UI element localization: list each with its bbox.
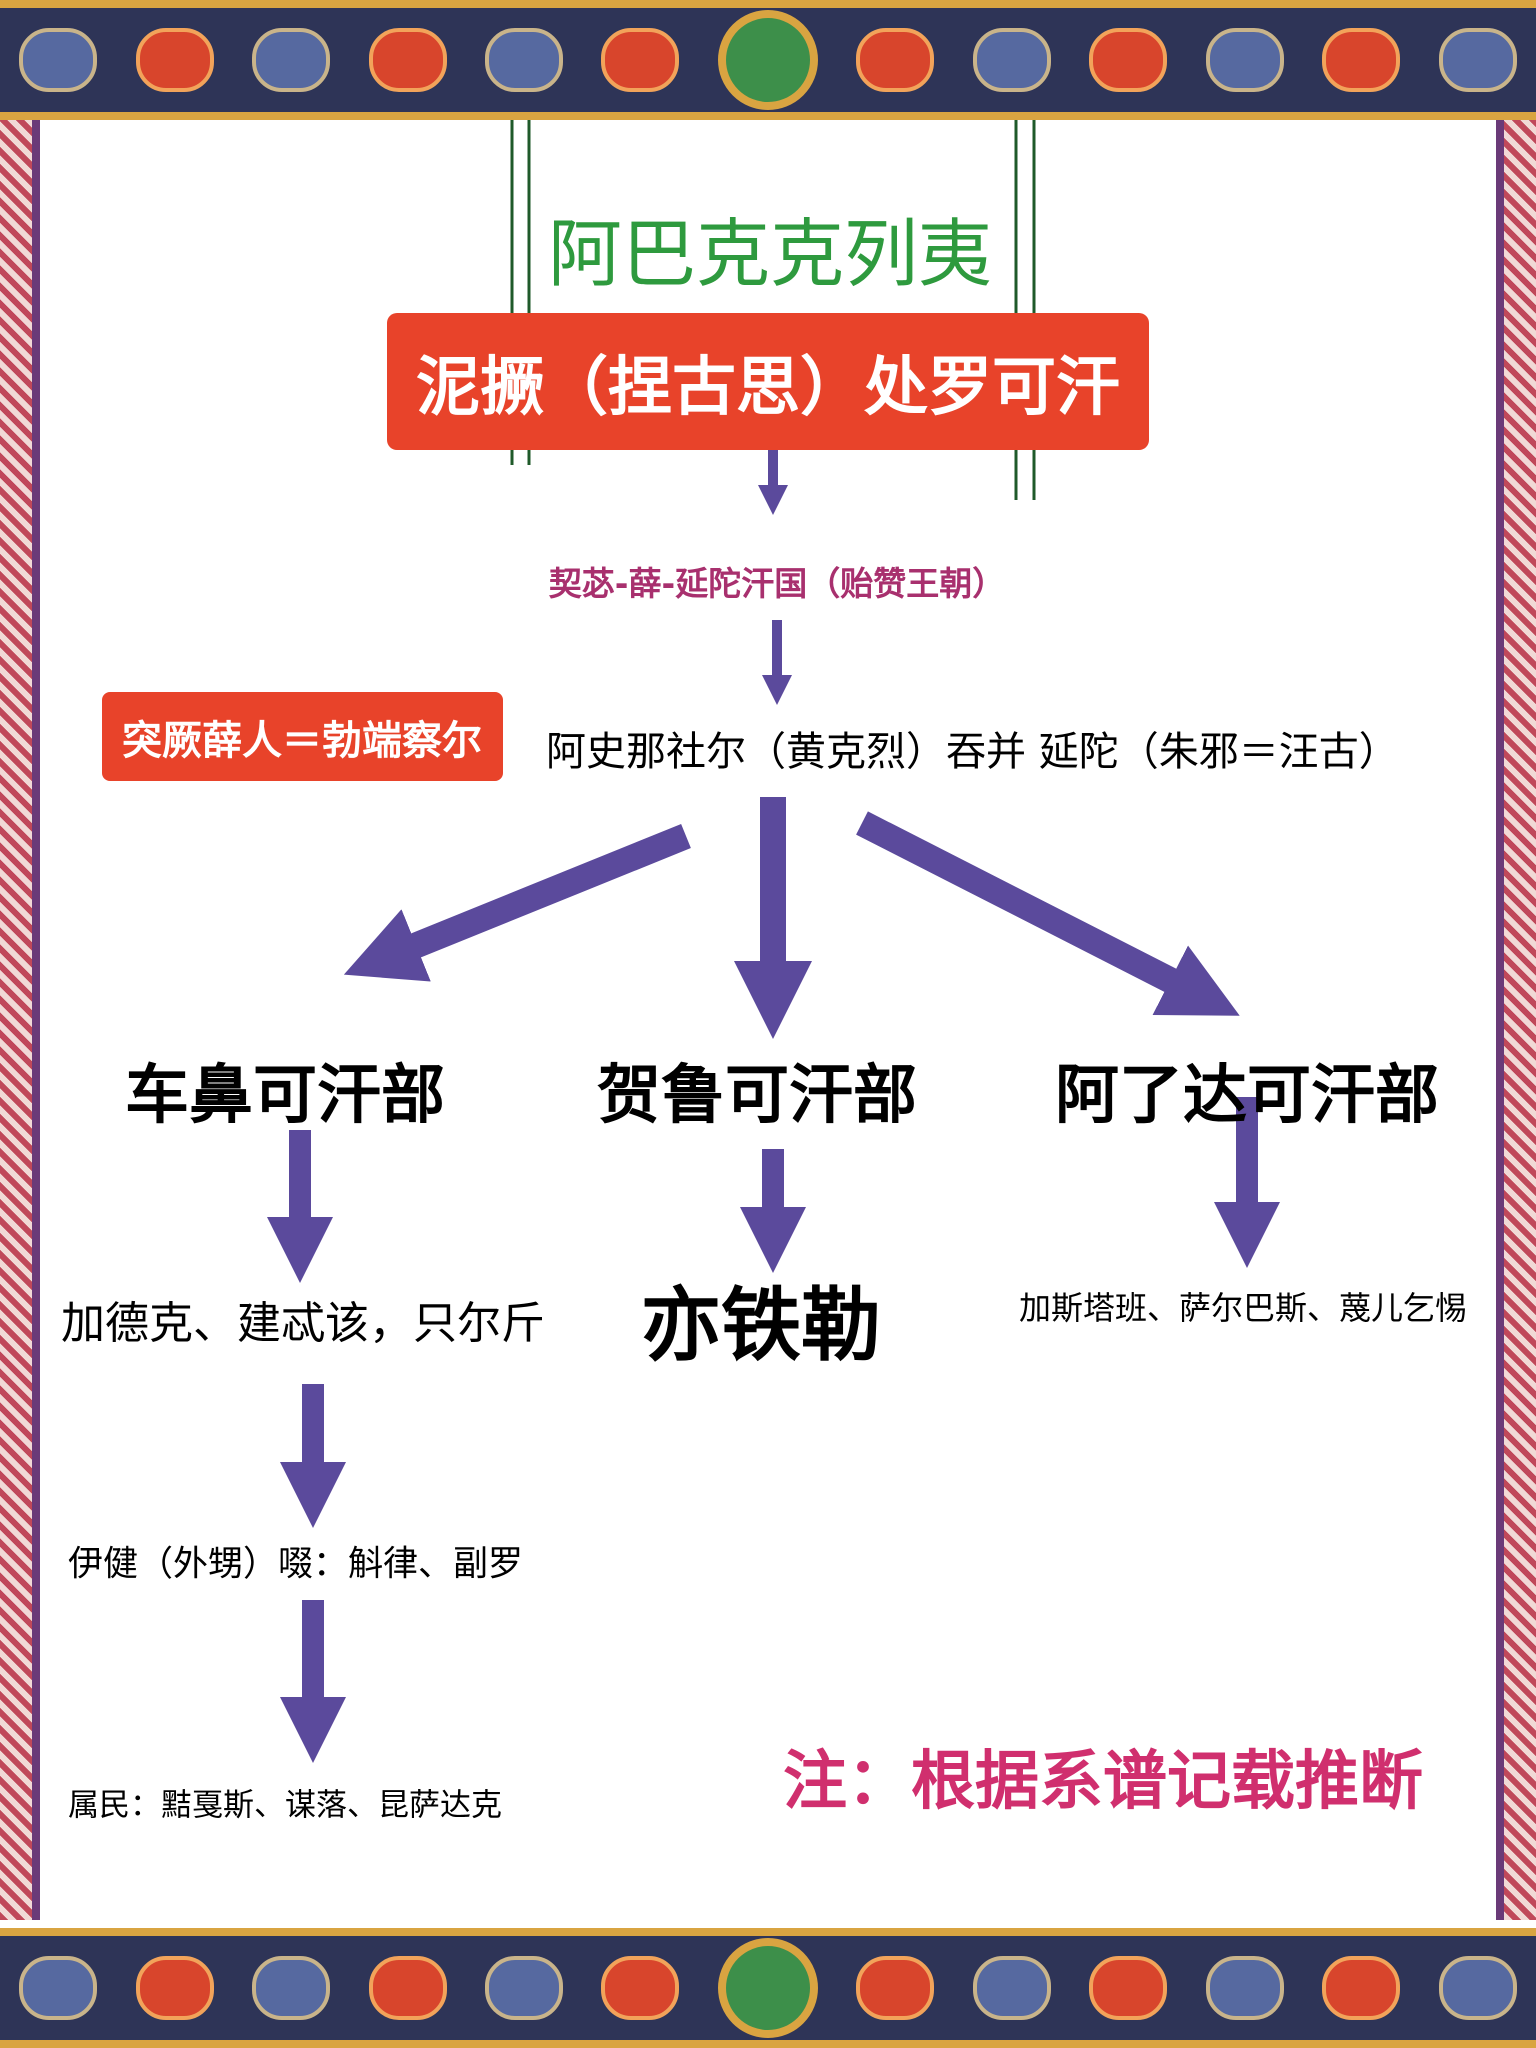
badge-label: 突厥薛人＝勃端察尔: [122, 718, 482, 764]
bottom-medallion: [718, 1938, 818, 2038]
arrow-main-to-left: [343, 823, 691, 982]
note-label: 注：根据系谱记载推断: [783, 1745, 1423, 1819]
branch-left-child: 加德克、建忒该，只尔斤: [61, 1298, 545, 1349]
sub-1-label: 伊健（外甥）啜：斛律、副罗: [68, 1544, 524, 1585]
right-ornamental-border: [1496, 120, 1536, 1920]
sub-2-label: 属民：黠戛斯、谋落、昆萨达克: [68, 1787, 502, 1824]
branch-center: 贺鲁可汗部: [597, 1059, 917, 1133]
left-ornamental-border: [0, 120, 40, 1920]
branch-right: 阿了达可汗部: [1055, 1059, 1439, 1133]
root-label: 泥撅（捏古思）处罗可汗: [416, 351, 1120, 425]
top-medallion: [718, 10, 818, 110]
branch-center-child: 亦铁勒: [641, 1279, 881, 1372]
root-box: [387, 313, 1149, 450]
arrow-main-to-right: [856, 811, 1240, 1016]
khanate-label: 契苾-薛-延陀汗国（贻赞王朝）: [548, 564, 1006, 603]
branch-left: 车鼻可汗部: [125, 1059, 445, 1133]
main-line-label: 阿史那社尔（黄克烈）吞并 延陀（朱邪＝汪古）: [546, 729, 1399, 775]
badge-box: [102, 692, 503, 781]
diagram-title: 阿巴克克列夷: [548, 211, 992, 298]
branch-right-child: 加斯塔班、萨尔巴斯、蔑儿乞惕: [1018, 1289, 1468, 1327]
